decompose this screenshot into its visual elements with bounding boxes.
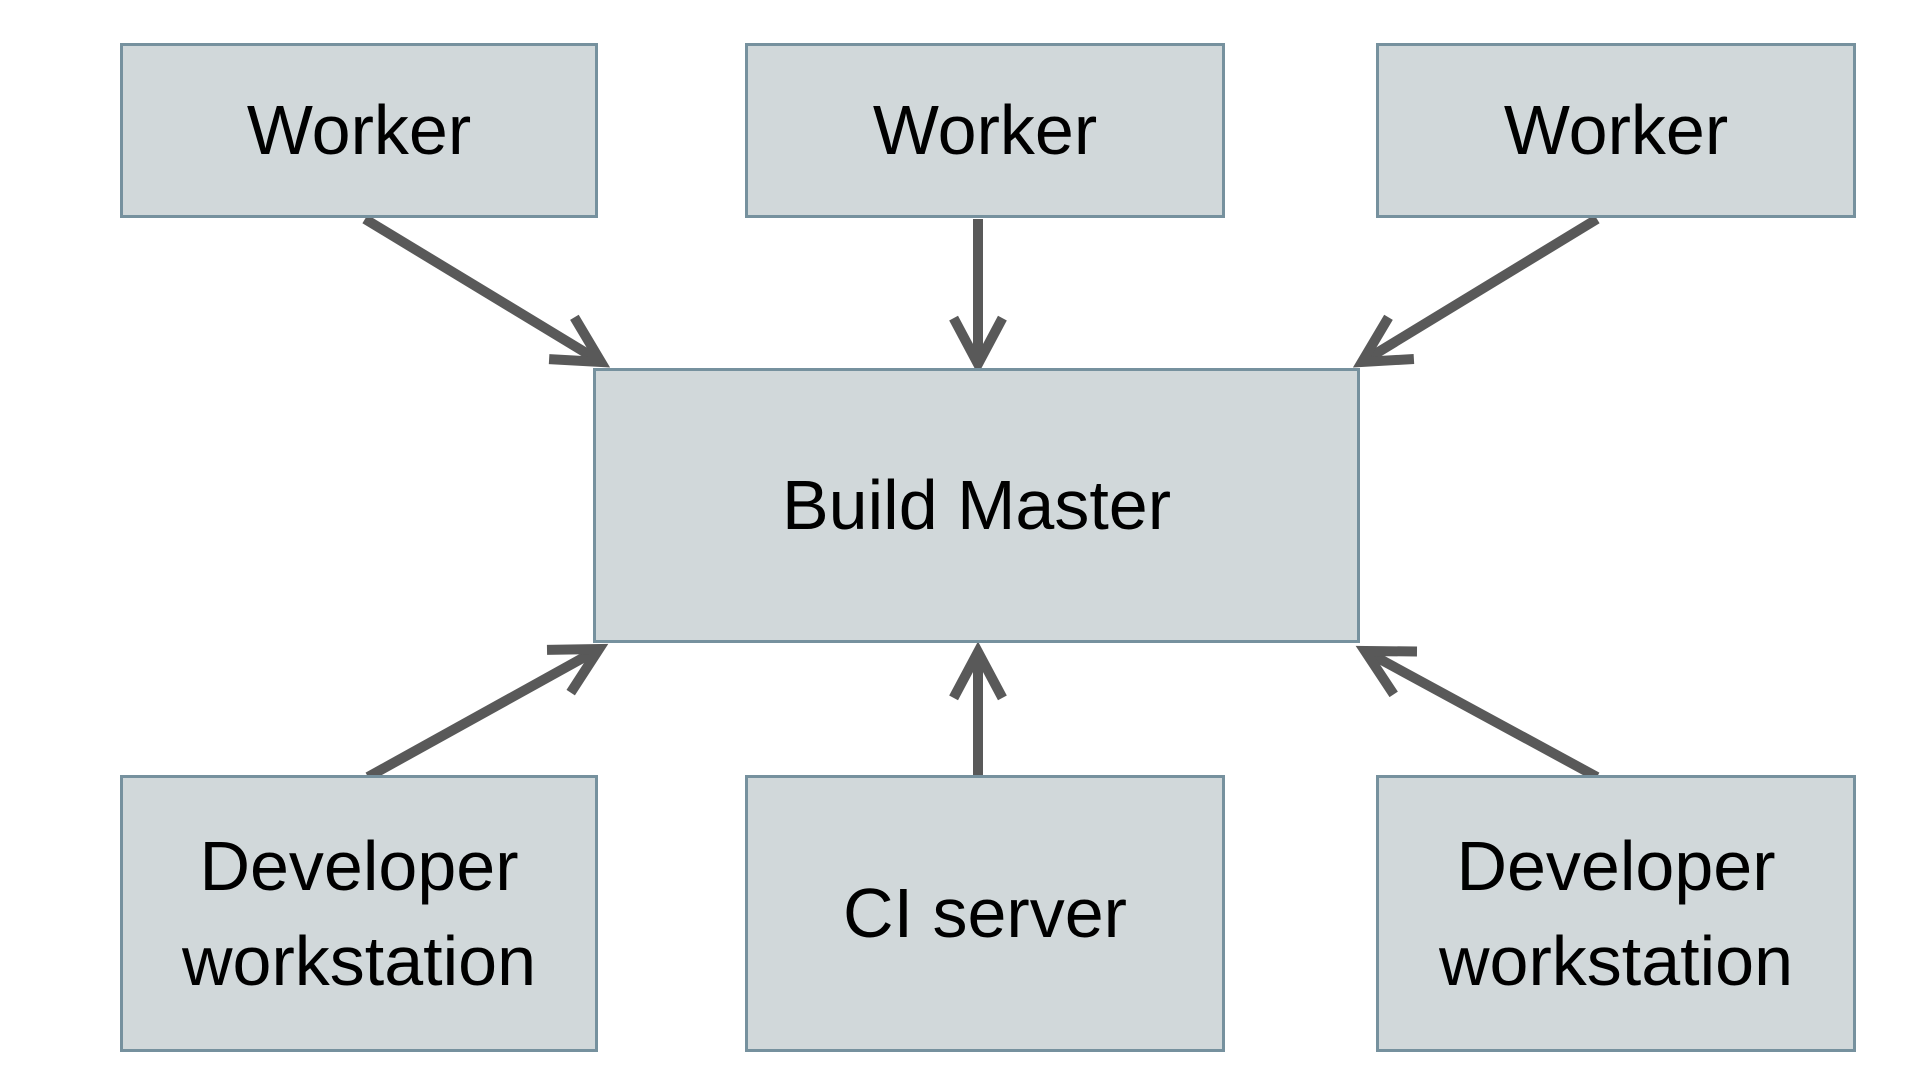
edge-worker-1-to-build-master (362, 214, 611, 368)
node-label: Worker (246, 91, 472, 170)
edge-worker-3-to-build-master (1352, 214, 1600, 368)
node-label: Developer workstation (1438, 827, 1794, 1000)
edge-developer-workstation-1-to-build-master (365, 643, 609, 782)
node-ci-server: CI server (745, 775, 1225, 1052)
arrowhead-icon (949, 315, 1007, 375)
arrowhead-icon (1352, 314, 1415, 368)
node-label: CI server (843, 874, 1127, 953)
edge-developer-workstation-2-to-build-master (1355, 645, 1600, 782)
node-developer-workstation-2: Developer workstation (1376, 775, 1856, 1052)
node-worker-1: Worker (120, 43, 598, 218)
arrowhead-icon (548, 314, 611, 368)
node-label: Worker (1503, 91, 1729, 170)
edge-worker-2-to-build-master (949, 219, 1007, 375)
node-label: Worker (872, 91, 1098, 170)
arrowhead-icon (949, 641, 1007, 701)
node-worker-2: Worker (745, 43, 1225, 218)
arrowhead-icon (546, 643, 609, 696)
node-build-master: Build Master (593, 368, 1360, 643)
arrowhead-icon (1355, 645, 1418, 698)
node-label: Build Master (781, 466, 1172, 545)
node-worker-3: Worker (1376, 43, 1856, 218)
edge-ci-server-to-build-master (949, 641, 1007, 783)
node-developer-workstation-1: Developer workstation (120, 775, 598, 1052)
node-label: Developer workstation (181, 827, 537, 1000)
